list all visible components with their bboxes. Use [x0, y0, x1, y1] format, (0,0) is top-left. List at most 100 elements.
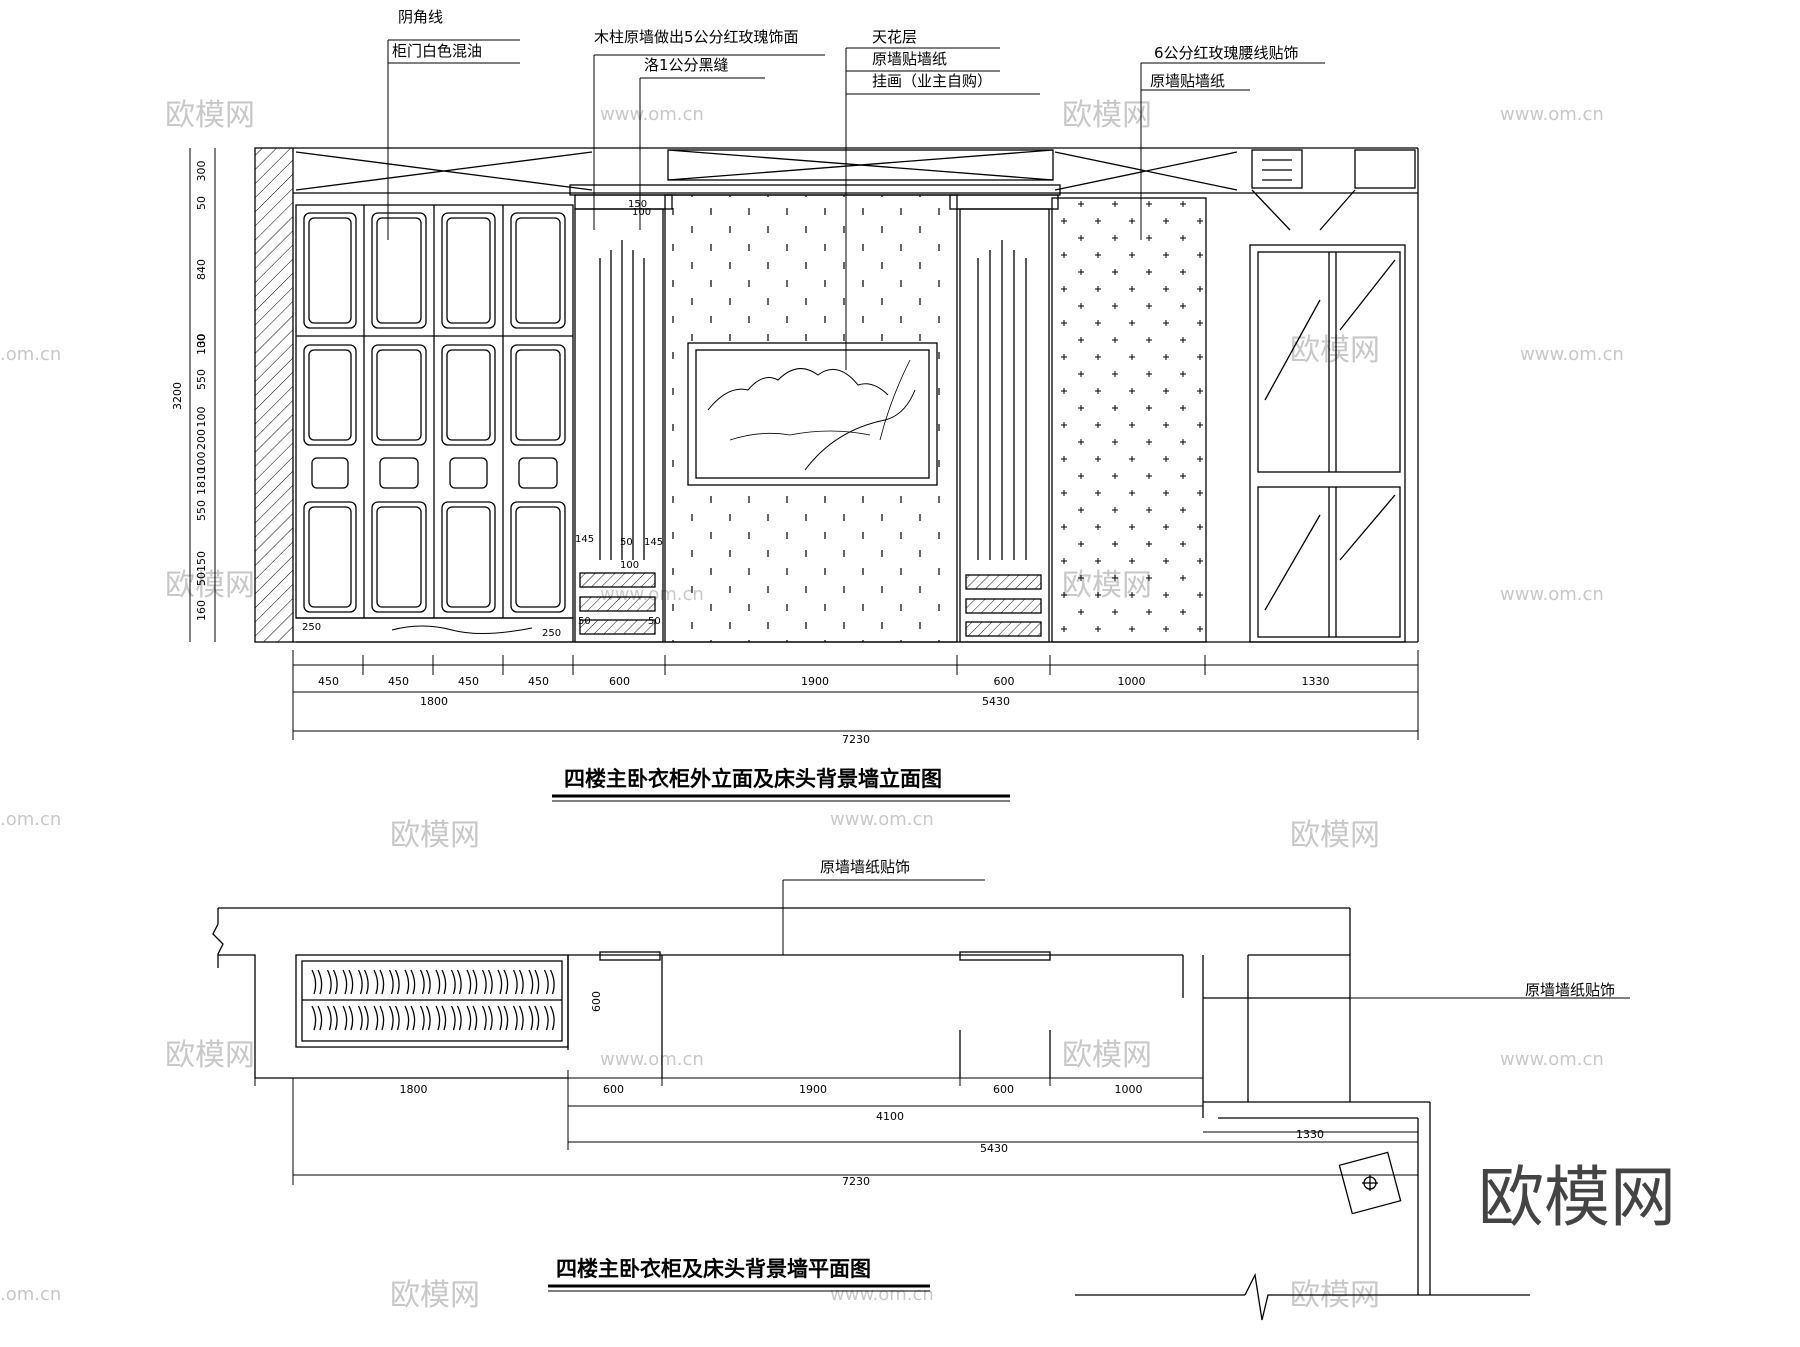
hanger-icon [450, 969, 462, 995]
hanger-icon [481, 1005, 493, 1031]
elevation-title: 四楼主卧衣柜外立面及床头背景墙立面图 [564, 767, 942, 791]
plan-dim: 1000 [1115, 1083, 1143, 1096]
watermark-brand: 欧模网 [165, 568, 255, 603]
watermark-url: www.om.cn [1500, 104, 1604, 125]
dim-sub: 5430 [982, 695, 1010, 708]
watermark-brand: 欧模网 [165, 1038, 255, 1073]
label-guahua: 挂画（业主自购） [872, 72, 992, 90]
dim-left: 50 [195, 196, 208, 210]
door-panel-upper [510, 212, 566, 329]
hanger-icon [388, 1005, 400, 1031]
plan-leaders [782, 879, 1630, 999]
plan-dimensions [255, 1077, 1418, 1185]
plan-wardrobe [295, 954, 569, 1048]
dim-small: 250 [302, 622, 321, 633]
label-muzhu: 木柱原墙做出5公分红玫瑰饰面 [594, 28, 799, 46]
watermark-brand: 欧模网 [165, 98, 255, 133]
hanger-icon [326, 1005, 338, 1031]
watermark-brand: 欧模网 [1062, 98, 1152, 133]
dim-left: 550 [195, 500, 208, 521]
watermark-url: www.om.cn [1500, 584, 1604, 605]
door-panel-middle [510, 344, 566, 446]
dim-small: 100 [620, 560, 639, 571]
hanger-icon [326, 969, 338, 995]
door-panel-lower-inner [515, 506, 561, 608]
plan-dim-4100: 4100 [876, 1110, 904, 1123]
watermark-url: .om.cn [0, 1284, 61, 1305]
label-luofeng: 洛1公分黑缝 [644, 56, 729, 74]
left-pillar [574, 208, 664, 643]
hanger-icon [481, 969, 493, 995]
watermark-brand: 欧模网 [1062, 1038, 1152, 1073]
door-panel-middle [303, 344, 357, 446]
left-wall-hatch [254, 147, 294, 643]
elevation-leaders [387, 39, 1325, 370]
hanger-icon [435, 1005, 447, 1031]
door-panel-lower [441, 501, 496, 613]
watermark-url: www.om.cn [600, 1049, 704, 1070]
door-panel-middle-inner [515, 349, 561, 441]
hanger-icon [466, 1005, 478, 1031]
hanger-icon [357, 969, 369, 995]
label-yuanqiang: 原墙贴墙纸 [872, 50, 947, 68]
hanger-icon [342, 969, 354, 995]
hanger-icon [404, 969, 416, 995]
hanger-icon [497, 969, 509, 995]
door-panel-small [449, 457, 488, 489]
door-panel-lower [371, 501, 427, 613]
dim-left: 100 [195, 334, 208, 355]
dim-small: 250 [542, 628, 561, 639]
hanger-icon [497, 1005, 509, 1031]
watermark-brand: 欧模网 [1290, 818, 1380, 853]
plan-dim: 1800 [400, 1083, 428, 1096]
label-guimen: 柜门白色混油 [392, 42, 482, 60]
right-glass-door [1249, 244, 1406, 643]
plan-dim-1330: 1330 [1296, 1128, 1324, 1141]
dim-small: 145 [644, 537, 663, 548]
watermark-url: www.om.cn [830, 809, 934, 830]
hanger-icon [466, 969, 478, 995]
watermark-url: www.om.cn [600, 104, 704, 125]
dim-bottom: 600 [609, 675, 630, 688]
door-panel-small [518, 457, 558, 489]
dim-left: 100 [195, 452, 208, 473]
hanging-painting [687, 342, 938, 486]
hanger-icon [528, 1005, 540, 1031]
hanger-icon [404, 1005, 416, 1031]
plan-label-text: 原墙墙纸贴饰 原墙墙纸贴饰 [820, 858, 1615, 999]
hanger-icon [311, 1005, 323, 1031]
door-panel-upper-inner [446, 217, 491, 324]
door-panel-lower-inner [308, 506, 352, 608]
watermark-url: .om.cn [0, 344, 61, 365]
dim-bottom: 450 [528, 675, 549, 688]
door-panel-middle-inner [446, 349, 491, 441]
plan-dim-7230: 7230 [842, 1175, 870, 1188]
dim-total: 7230 [842, 733, 870, 746]
hanger-icon [528, 969, 540, 995]
hanger-icon [419, 969, 431, 995]
dim-left-big: 3200 [171, 382, 184, 410]
dim-left: 840 [195, 259, 208, 280]
watermark-url: www.om.cn [1520, 344, 1624, 365]
hanger-icon [543, 1005, 555, 1031]
plan-dim: 1900 [799, 1083, 827, 1096]
dim-sub: 1800 [420, 695, 448, 708]
dim-left: 160 [195, 600, 208, 621]
door-panel-lower [510, 501, 566, 613]
plan-dim-5430: 5430 [980, 1142, 1008, 1155]
dim-bottom: 600 [994, 675, 1015, 688]
door-panel-middle-inner [308, 349, 352, 441]
door-panel-upper-inner [308, 217, 352, 324]
door-panel-small [311, 457, 349, 489]
door-panel-upper [303, 212, 357, 329]
door-panel-middle [441, 344, 496, 446]
door-panel-middle [371, 344, 427, 446]
plan-label-top: 原墙墙纸贴饰 [820, 858, 910, 876]
door-panel-lower [303, 501, 357, 613]
dim-small: 100 [632, 207, 651, 218]
dim-small: 50 [620, 537, 633, 548]
dim-small: 150 [628, 199, 647, 210]
door-panel-lower-inner [446, 506, 491, 608]
dim-bottom: 1900 [801, 675, 829, 688]
